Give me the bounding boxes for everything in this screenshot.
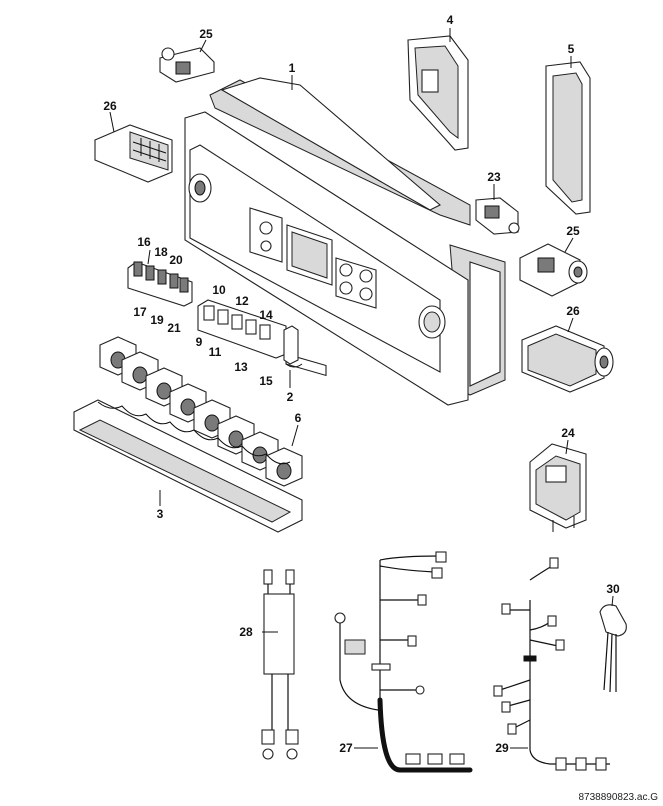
strain-relief-clamps-part-6	[99, 336, 303, 487]
control-panel-housing	[184, 77, 506, 406]
callout-18: 18	[154, 245, 168, 259]
callout-15: 15	[259, 374, 273, 388]
callout-25-right: 25	[566, 224, 580, 238]
cable-part-28	[261, 569, 299, 760]
callout-12: 12	[235, 294, 249, 308]
connector-part-23	[475, 197, 520, 235]
callout-19: 19	[150, 313, 164, 327]
terminal-block-part-26-right	[521, 325, 614, 393]
callout-14: 14	[259, 308, 273, 322]
callout-17: 17	[133, 305, 147, 319]
callout-10: 10	[212, 283, 226, 297]
terminal-strip-16-21	[127, 261, 193, 307]
wiring-harness-part-29	[493, 557, 610, 771]
callout-5: 5	[568, 42, 575, 56]
callout-27: 27	[339, 741, 353, 755]
callout-30: 30	[606, 582, 620, 596]
callout-3: 3	[157, 507, 164, 521]
callout-6: 6	[295, 411, 302, 425]
callout-20: 20	[169, 253, 183, 267]
callout-11: 11	[209, 345, 222, 359]
callout-13: 13	[234, 360, 248, 374]
reference-code: 8738890823.ac.G	[578, 792, 658, 803]
callout-26-top: 26	[103, 99, 117, 113]
callout-25-top: 25	[199, 27, 213, 41]
callout-4: 4	[447, 13, 454, 27]
clamp-part-25-top	[159, 47, 215, 83]
leader-lines	[109, 28, 614, 749]
callout-28: 28	[239, 625, 253, 639]
wiring-harness-part-27	[334, 551, 473, 773]
frame-part-5	[545, 61, 591, 215]
callout-21: 21	[167, 321, 181, 335]
callout-labels: 1 4 5 25 26 23 25 26 24 16 18 20 17 19 2…	[103, 13, 658, 803]
callout-2: 2	[287, 390, 294, 404]
callout-9: 9	[196, 335, 203, 349]
socket-part-24	[529, 443, 587, 532]
callout-16: 16	[137, 235, 151, 249]
sensor-part-30	[599, 604, 627, 693]
callout-24: 24	[561, 426, 575, 440]
callout-26-right: 26	[566, 304, 580, 318]
callout-29: 29	[495, 741, 509, 755]
cover-part-4	[407, 35, 469, 151]
terminal-block-part-26-top	[94, 124, 173, 183]
connector-strip-9-15	[197, 299, 287, 359]
cable-tray-part-3	[73, 399, 303, 533]
clip-part-2	[283, 325, 303, 368]
callout-23: 23	[487, 170, 501, 184]
connector-part-25-right	[519, 243, 588, 297]
callout-1: 1	[289, 61, 296, 75]
